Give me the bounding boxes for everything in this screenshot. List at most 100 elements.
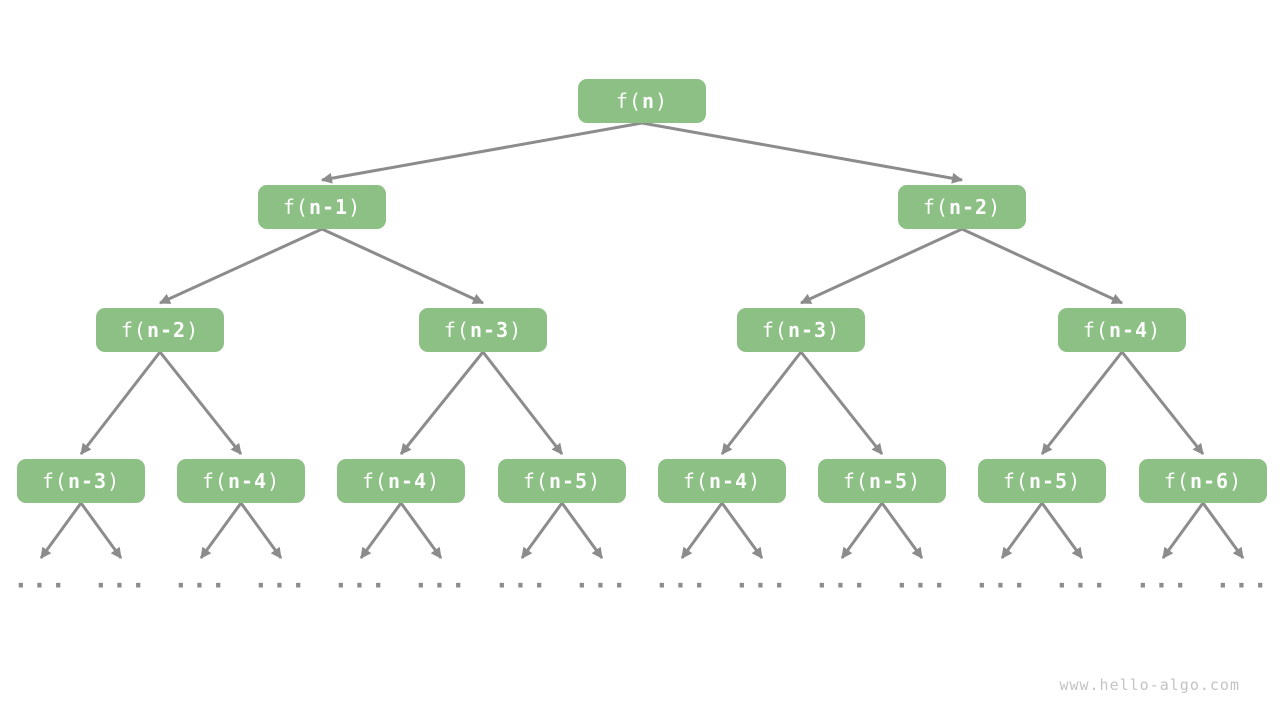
node-label-arg: n-2 <box>146 318 187 342</box>
node-label-prefix: f( <box>682 469 709 493</box>
node-label-prefix: f( <box>443 318 470 342</box>
edge-arrow <box>720 351 803 455</box>
edge-arrow <box>158 351 243 455</box>
node-label-suffix: ) <box>427 469 441 493</box>
ellipsis-leaf: ... <box>894 564 950 595</box>
tree-node-f-n-1: f(n-1) <box>258 185 386 229</box>
node-label-prefix: f( <box>922 195 949 219</box>
edge-arrow <box>79 351 162 455</box>
tree-node-f-n-3: f(n-3) <box>17 459 145 503</box>
edge-arrow <box>799 351 884 455</box>
ellipsis-leaf: ... <box>974 564 1030 595</box>
ellipsis-leaf: ... <box>93 564 149 595</box>
edge-arrow <box>79 502 123 559</box>
node-label-arg: n <box>642 89 656 113</box>
node-label-suffix: ) <box>1148 318 1162 342</box>
node-label-arg: n-5 <box>1028 469 1069 493</box>
ellipsis-leaf: ... <box>413 564 469 595</box>
node-label-prefix: f( <box>1163 469 1190 493</box>
tree-node-f-n-4: f(n-4) <box>658 459 786 503</box>
edge-arrow <box>1201 502 1245 559</box>
edge-arrow <box>641 121 964 184</box>
node-label-arg: n-4 <box>1108 318 1149 342</box>
edge-arrow <box>1120 351 1205 455</box>
node-label-suffix: ) <box>509 318 523 342</box>
edge-arrow <box>320 121 643 184</box>
ellipsis-leaf: ... <box>333 564 389 595</box>
node-label-prefix: f( <box>282 195 309 219</box>
edge-arrow <box>481 351 564 455</box>
node-label-arg: n-4 <box>227 469 268 493</box>
edge-arrow <box>840 502 884 559</box>
tree-node-f-n-3: f(n-3) <box>737 308 865 352</box>
tree-node-f-n-4: f(n-4) <box>337 459 465 503</box>
node-label-prefix: f( <box>41 469 68 493</box>
tree-node-f-n: f(n) <box>578 79 706 123</box>
node-label-arg: n-1 <box>308 195 349 219</box>
edge-arrow <box>158 227 323 305</box>
ellipsis-leaf: ... <box>173 564 229 595</box>
node-label-arg: n-3 <box>67 469 108 493</box>
node-label-arg: n-4 <box>708 469 749 493</box>
node-label-suffix: ) <box>655 89 669 113</box>
node-label-suffix: ) <box>1068 469 1082 493</box>
tree-node-f-n-5: f(n-5) <box>978 459 1106 503</box>
node-label-prefix: f( <box>201 469 228 493</box>
node-label-suffix: ) <box>748 469 762 493</box>
node-label-suffix: ) <box>348 195 362 219</box>
edge-arrow <box>880 502 924 559</box>
node-label-prefix: f( <box>842 469 869 493</box>
node-label-arg: n-5 <box>548 469 589 493</box>
ellipsis-leaf: ... <box>1215 564 1271 595</box>
node-label-suffix: ) <box>107 469 121 493</box>
node-label-arg: n-6 <box>1189 469 1230 493</box>
node-label-arg: n-5 <box>868 469 909 493</box>
node-label-prefix: f( <box>1082 318 1109 342</box>
node-label-prefix: f( <box>615 89 642 113</box>
edge-arrow <box>1000 502 1044 559</box>
ellipsis-leaf: ... <box>1054 564 1110 595</box>
edge-arrow <box>961 227 1123 305</box>
edge-arrow <box>199 502 243 559</box>
edge-arrow <box>520 502 564 559</box>
tree-node-f-n-4: f(n-4) <box>1058 308 1186 352</box>
tree-node-f-n-5: f(n-5) <box>498 459 626 503</box>
edge-arrow <box>321 227 484 305</box>
node-label-prefix: f( <box>522 469 549 493</box>
node-label-prefix: f( <box>1002 469 1029 493</box>
edge-arrow <box>680 502 724 559</box>
ellipsis-leaf: ... <box>494 564 550 595</box>
node-label-arg: n-3 <box>787 318 828 342</box>
ellipsis-leaf: ... <box>654 564 710 595</box>
tree-node-f-n-2: f(n-2) <box>96 308 224 352</box>
tree-node-f-n-5: f(n-5) <box>818 459 946 503</box>
edge-arrow <box>800 227 963 305</box>
node-label-arg: n-4 <box>387 469 428 493</box>
ellipsis-leaf: ... <box>574 564 630 595</box>
edge-arrow <box>359 502 403 559</box>
watermark-text: www.hello-algo.com <box>1059 676 1240 694</box>
tree-node-f-n-6: f(n-6) <box>1139 459 1267 503</box>
node-label-prefix: f( <box>120 318 147 342</box>
node-label-suffix: ) <box>908 469 922 493</box>
edge-arrow <box>1161 502 1205 559</box>
node-label-suffix: ) <box>1229 469 1243 493</box>
node-label-suffix: ) <box>267 469 281 493</box>
edge-arrow <box>720 502 764 559</box>
tree-node-f-n-4: f(n-4) <box>177 459 305 503</box>
edge-arrow <box>1040 351 1124 455</box>
node-label-suffix: ) <box>186 318 200 342</box>
ellipsis-leaf: ... <box>1135 564 1191 595</box>
node-label-prefix: f( <box>361 469 388 493</box>
edge-arrow <box>399 351 485 455</box>
node-label-prefix: f( <box>761 318 788 342</box>
ellipsis-leaf: ... <box>13 564 69 595</box>
tree-node-f-n-3: f(n-3) <box>419 308 547 352</box>
node-label-suffix: ) <box>988 195 1002 219</box>
edge-arrow <box>39 502 83 559</box>
edge-arrow <box>1040 502 1084 559</box>
edge-arrow <box>560 502 604 559</box>
ellipsis-leaf: ... <box>253 564 309 595</box>
